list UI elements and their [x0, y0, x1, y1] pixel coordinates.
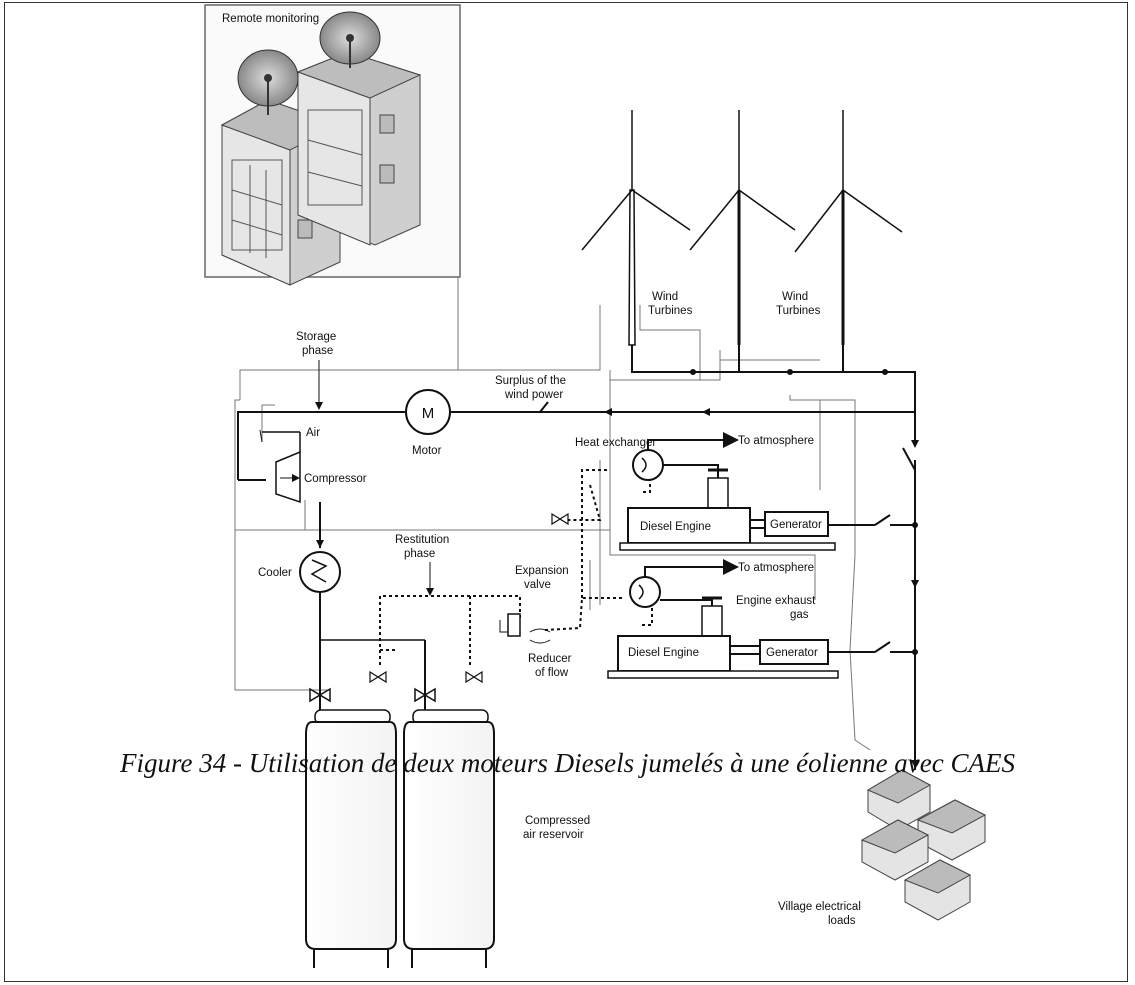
building-icon [296, 51, 422, 246]
diesel-engine-1: Diesel Engine Generator [619, 468, 836, 551]
diesel-engine-2: Diesel Engine Generator [607, 596, 839, 679]
cooler-label: Cooler [258, 567, 292, 579]
motor-label: Motor [412, 445, 442, 457]
reducer-line1: Reducer [528, 653, 572, 665]
compressor-label: Compressor [304, 473, 367, 485]
restitution-lines [379, 469, 653, 665]
reducer-line2: of flow [535, 667, 569, 679]
generator-1-label: Generator [770, 519, 822, 531]
wind-turbines-label-1-line1: Wind [652, 291, 678, 303]
wind-turbine [581, 110, 691, 346]
satellite-dish-icon [319, 11, 381, 68]
restitution-phase-line1: Restitution [395, 534, 449, 546]
motor-symbol: M [422, 405, 435, 422]
valve-icon [465, 670, 483, 684]
to-atmosphere-2: To atmosphere [738, 562, 814, 574]
heat-exchanger [632, 432, 739, 481]
wind-turbines-label-1-line2: Turbines [648, 305, 693, 317]
reservoir-line1: Compressed [525, 815, 590, 827]
reservoir-line2: air reservoir [523, 829, 584, 841]
compressor [259, 429, 301, 504]
heat-exchanger [629, 559, 739, 610]
engine-exhaust-line1: Engine exhaust [736, 595, 816, 607]
storage-phase-line1: Storage [296, 331, 336, 343]
expansion-valve [499, 613, 551, 644]
village-loads-line2: loads [828, 915, 856, 927]
remote-monitoring-label: Remote monitoring [222, 13, 319, 25]
motor: M [405, 389, 451, 435]
wind-turbines-label-2-line1: Wind [782, 291, 808, 303]
control-lines [234, 277, 871, 751]
expansion-valve-line1: Expansion [515, 565, 569, 577]
remote-monitoring-station: Remote monitoring [204, 4, 461, 286]
power-bus [237, 345, 916, 770]
restitution-phase-line2: phase [404, 548, 435, 560]
diesel-engine-2-label: Diesel Engine [628, 647, 699, 659]
figure-caption: Figure 34 - Utilisation de deux moteurs … [119, 748, 1016, 778]
surplus-label-line1: Surplus of the [495, 375, 566, 387]
to-atmosphere-1: To atmosphere [738, 435, 814, 447]
storage-phase-line2: phase [302, 345, 333, 357]
air-label: Air [306, 427, 320, 439]
valve-icon [309, 682, 331, 703]
village-houses-icon [860, 769, 987, 921]
wind-turbine [689, 110, 796, 345]
figure-frame [4, 2, 1128, 982]
valve-icon [551, 512, 569, 526]
village-loads-line1: Village electrical [778, 901, 861, 913]
expansion-valve-line2: valve [524, 579, 551, 591]
satellite-dish-icon [237, 49, 299, 115]
compressed-air-tank [305, 709, 397, 968]
generator-2-label: Generator [766, 647, 818, 659]
diesel-engine-1-label: Diesel Engine [640, 521, 711, 533]
wind-turbine [794, 110, 903, 345]
wind-turbines-label-2-line2: Turbines [776, 305, 821, 317]
cooler [299, 551, 341, 593]
engine-exhaust-line2: gas [790, 609, 809, 621]
heat-exchanger-label: Heat exchanger [575, 437, 656, 449]
valve-icon [369, 670, 387, 684]
compressed-air-tank [403, 709, 495, 968]
surplus-label-line2: wind power [504, 389, 563, 401]
